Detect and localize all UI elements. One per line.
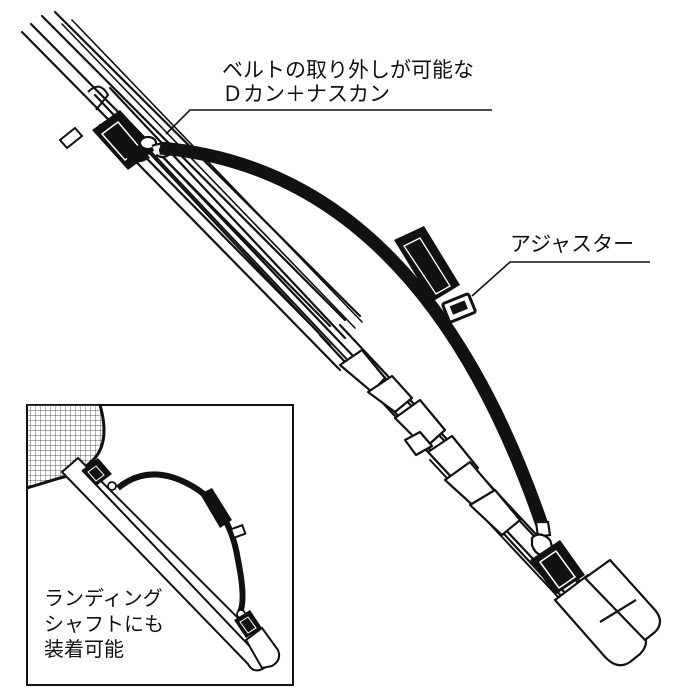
callout-lines [165, 109, 650, 297]
belt-callout-line1: ベルトの取り外しが可能な [222, 58, 474, 82]
inset-belt-pad [200, 488, 232, 528]
bottom-d-ring [530, 520, 553, 558]
inset-top-band [82, 458, 117, 491]
rod-butt [553, 558, 662, 667]
inset-caption-line2: シャフトにも [44, 611, 164, 636]
inset-panel [26, 404, 294, 686]
inset-adjuster [229, 523, 247, 540]
inset-caption-line3: 装着可能 [44, 637, 124, 662]
adjuster-callout: アジャスター [510, 232, 635, 256]
inset-bottom-band [234, 609, 262, 638]
top-band [58, 85, 155, 170]
bottom-band [530, 540, 585, 595]
adjuster-buckle [441, 292, 477, 324]
shoulder-belt [159, 141, 549, 528]
inset-caption: ランディング シャフトにも 装着可能 [44, 586, 164, 663]
belt-callout-line2: Ｄカン＋ナスカン [222, 82, 390, 107]
rod-grip [338, 348, 522, 537]
landing-shaft [60, 456, 281, 672]
inset-caption-line1: ランディング [44, 586, 163, 610]
belt-pad [394, 226, 460, 302]
belt-callout: ベルトの取り外しが可能な Ｄカン＋ナスカン [222, 58, 474, 106]
